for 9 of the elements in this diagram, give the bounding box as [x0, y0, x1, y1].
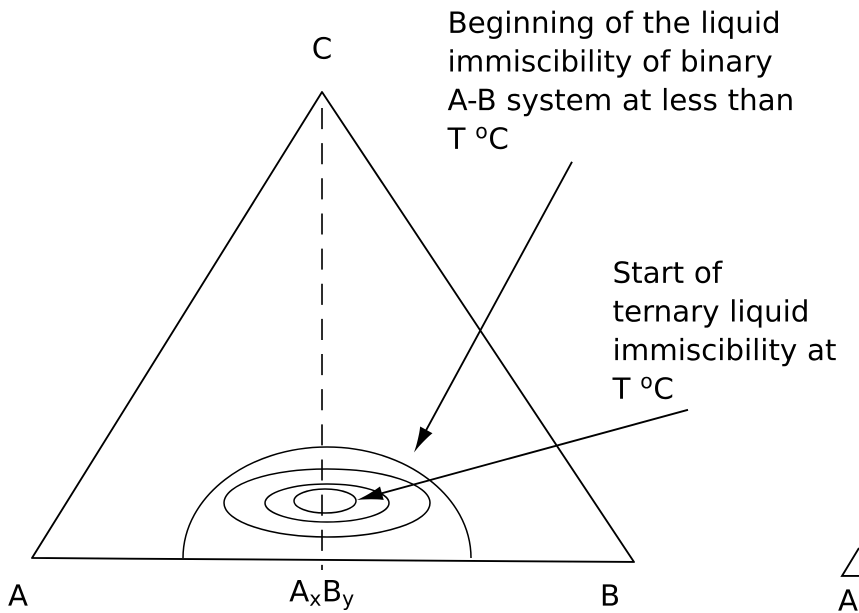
- vertex-label: A: [8, 584, 28, 606]
- immiscibility-dome: [182, 446, 472, 558]
- vertex-label: C: [313, 36, 331, 60]
- callout-text: Beginning of the liquid immiscibility of binary A-B system at less than T $^{o}$C: [448, 10, 792, 150]
- vertex-label: A$_{x}$B$_{y}$: [289, 580, 354, 610]
- callout-text: Start of ternary liquid immiscibility at T $^{o}$C: [612, 260, 836, 400]
- ellipse: [293, 488, 357, 514]
- vertex-label: B: [602, 584, 618, 606]
- vertex-label: A: [838, 589, 858, 611]
